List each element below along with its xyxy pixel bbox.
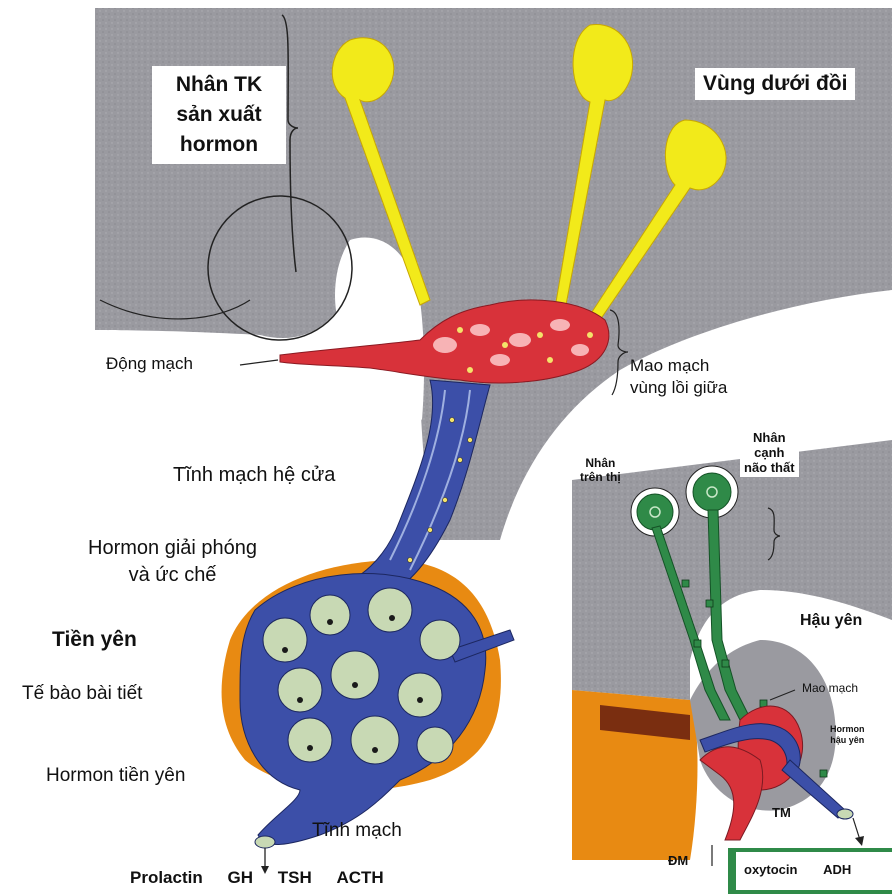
- paraventricular-line1: Nhân: [744, 430, 795, 445]
- nuclei-label: Nhân TK sản xuất hormon: [152, 66, 286, 164]
- nuclei-label-line2: sản xuất: [160, 100, 278, 130]
- tm-label: TM: [772, 805, 791, 820]
- capillary-label-line2: vùng lồi giữa: [630, 377, 727, 399]
- supraoptic-line1: Nhân: [580, 456, 621, 470]
- posterior-hormone-list: oxytocin ADH: [744, 862, 851, 877]
- supraoptic-label: Nhân trên thị: [580, 456, 621, 484]
- anterior-hormone-label: Hormon tiền yên: [46, 765, 185, 787]
- portal-vein-label: Tĩnh mạch hệ cửa: [173, 464, 335, 487]
- vein-label: Tĩnh mạch: [312, 820, 402, 842]
- capillary-small-label: Mao mạch: [802, 681, 858, 695]
- anterior-hormone-list: Prolactin GH TSH ACTH: [130, 868, 384, 888]
- paraventricular-line3: não thất: [744, 460, 795, 475]
- hormone-prolactin: Prolactin: [130, 868, 203, 887]
- anterior-pituitary-label: Tiền yên: [52, 628, 137, 652]
- secretory-cells-label: Tế bào bài tiết: [22, 683, 142, 705]
- releasing-line2: và ức chế: [88, 562, 257, 589]
- posterior-hormone-line2: hậu yên: [830, 735, 865, 746]
- nuclei-label-line3: hormon: [160, 130, 278, 160]
- capillary-label: Mao mạch vùng lồi giữa: [630, 355, 727, 399]
- posterior-inset: [572, 440, 892, 894]
- dm-label: ĐM: [668, 853, 688, 868]
- paraventricular-line2: cạnh: [744, 445, 795, 460]
- hormone-acth: ACTH: [336, 868, 383, 887]
- hormone-tsh: TSH: [278, 868, 312, 887]
- posterior-hormone-line1: Hormon: [830, 724, 865, 735]
- nuclei-label-line1: Nhân TK: [160, 70, 278, 100]
- posterior-hormone-label: Hormon hậu yên: [830, 724, 865, 746]
- supraoptic-line2: trên thị: [580, 470, 621, 484]
- anterior-plexus: [240, 574, 486, 845]
- artery-label: Động mạch: [106, 354, 193, 374]
- capillary-label-line1: Mao mạch: [630, 355, 727, 377]
- hormone-adh: ADH: [823, 862, 851, 877]
- releasing-hormone-label: Hormon giải phóng và ức chế: [88, 535, 257, 589]
- hypothalamus-label: Vùng dưới đồi: [695, 68, 855, 100]
- hormone-oxytocin: oxytocin: [744, 862, 797, 877]
- releasing-line1: Hormon giải phóng: [88, 535, 257, 562]
- paraventricular-label: Nhân cạnh não thất: [740, 428, 799, 477]
- hormone-gh: GH: [227, 868, 253, 887]
- posterior-pituitary-label: Hậu yên: [800, 612, 862, 630]
